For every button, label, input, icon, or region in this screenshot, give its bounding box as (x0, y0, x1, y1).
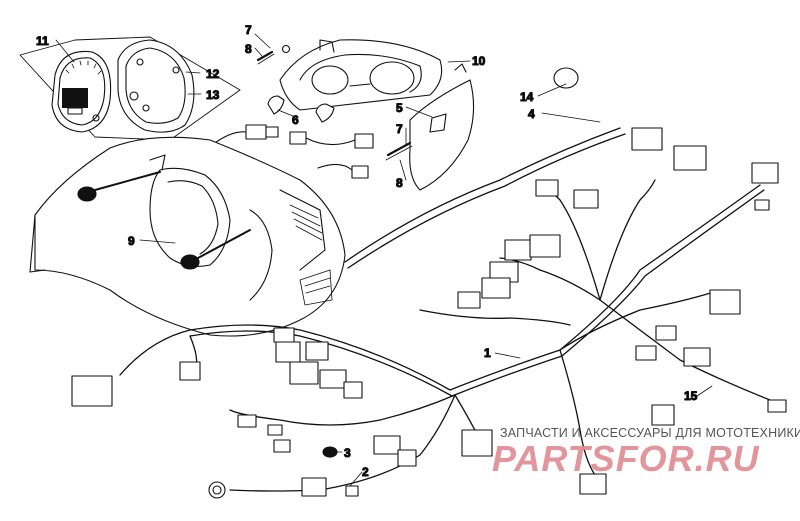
callout-5: 5 (396, 101, 403, 115)
callout-9: 9 (128, 234, 135, 248)
callout-2: 2 (362, 465, 369, 479)
callout-7-top: 7 (245, 23, 252, 37)
headlight-socket-connectors (211, 124, 374, 179)
headlight-housing (279, 39, 443, 111)
callout-8-middle: 8 (396, 176, 403, 190)
dashboard-hood (29, 136, 346, 337)
callout-10: 10 (472, 54, 486, 68)
side-lamp-cover (409, 63, 475, 191)
gauge-bracket-outline (19, 36, 241, 141)
callout-4: 4 (528, 107, 535, 121)
retaining-ring (553, 67, 579, 89)
callout-1: 1 (484, 346, 491, 360)
speedometer-gauge (51, 50, 112, 133)
callout-14: 14 (520, 90, 534, 104)
callout-11: 11 (36, 34, 49, 48)
callout-15: 15 (684, 389, 698, 403)
callout-3: 3 (344, 446, 351, 460)
watermark-brand: PARTSFOR.RU (492, 438, 760, 479)
mounting-bolts (77, 171, 251, 270)
callout-13: 13 (206, 88, 220, 102)
callout-8-top: 8 (245, 42, 252, 56)
leader-lines (55, 33, 713, 487)
callout-6: 6 (292, 113, 299, 127)
callout-12: 12 (206, 67, 220, 81)
gauge-housing (117, 39, 195, 133)
screw-spring-top (256, 44, 291, 65)
screw-spring-middle (385, 141, 413, 161)
headlight-bulbs (267, 95, 335, 123)
watermark-tagline: ЗАПЧАСТИ И АКСЕССУАРЫ ДЛЯ МОТОТЕХНИКИ (500, 426, 800, 440)
callout-7-middle: 7 (396, 122, 403, 136)
harness-connectors (71, 127, 787, 499)
